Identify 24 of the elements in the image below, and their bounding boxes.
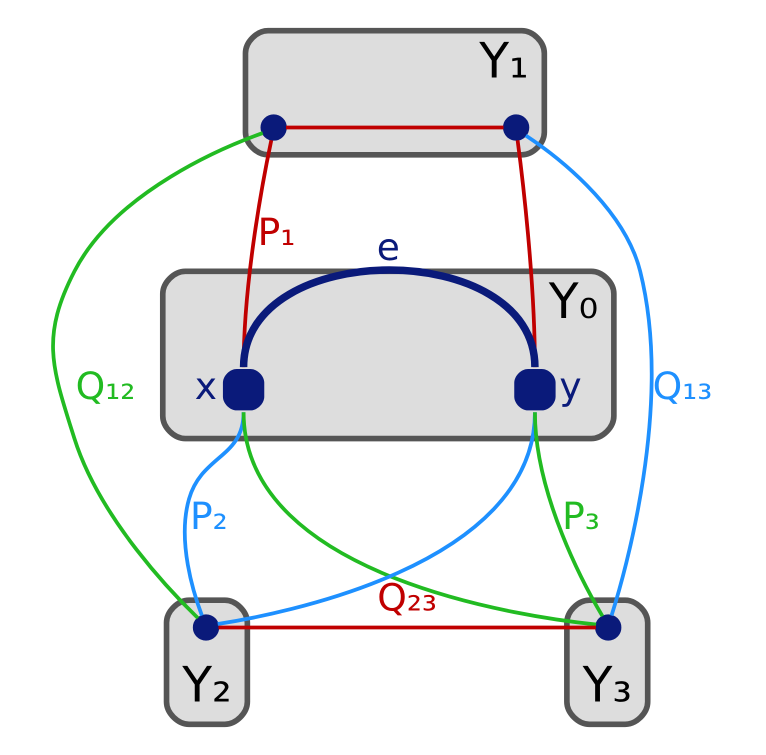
connector (533, 412, 604, 618)
node-circle (502, 114, 530, 141)
connector (524, 134, 654, 616)
node-circle (595, 614, 622, 641)
node-circle (192, 614, 220, 641)
edge-label: P₂ (190, 494, 228, 538)
edge-label: Q₁₂ (76, 364, 136, 408)
cluster: Y₃ (564, 597, 651, 728)
node-label: y (559, 364, 582, 408)
edge-label: e (376, 225, 400, 270)
edge-label: P₃ (562, 494, 600, 538)
cluster: Y₁ (242, 28, 548, 158)
edge-label: P₁ (258, 210, 296, 254)
node-label: x (194, 364, 217, 408)
connector (240, 266, 539, 368)
connector (286, 126, 504, 130)
connector (242, 412, 596, 626)
cluster: Y₂ (164, 597, 250, 728)
edge-label: Q₁₃ (652, 364, 712, 408)
node-circle (260, 114, 287, 141)
connector (182, 412, 246, 616)
connector (218, 626, 596, 630)
connector (51, 131, 264, 620)
edge-label: Q₂₃ (377, 576, 437, 620)
